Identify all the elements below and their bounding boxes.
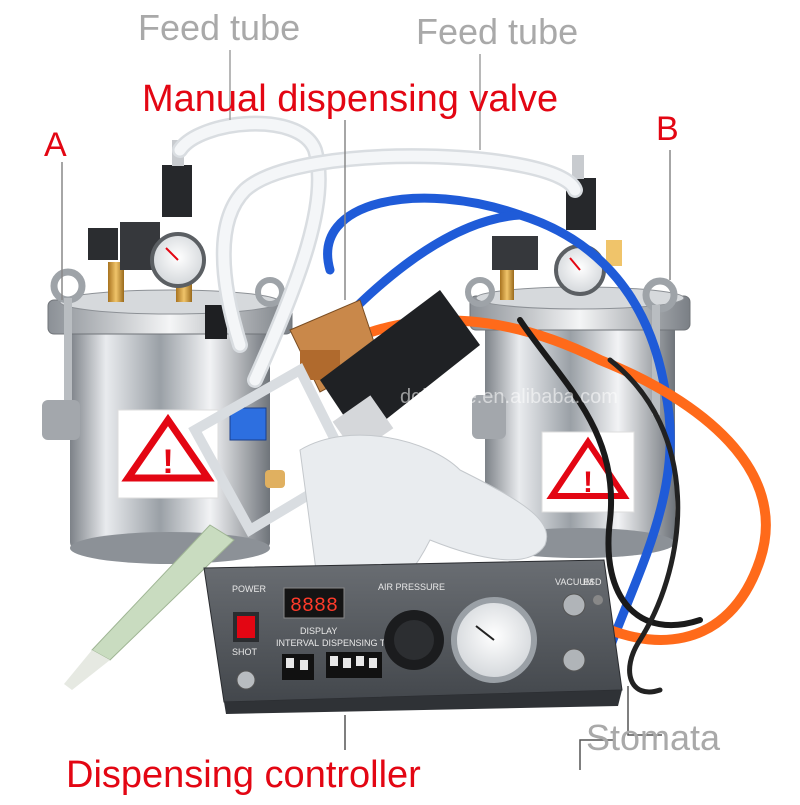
stomata-label: Stomata — [586, 717, 721, 758]
svg-text:!: ! — [583, 466, 593, 499]
power-label: POWER — [232, 584, 267, 594]
feed-tube-label-left: Feed tube — [138, 7, 301, 48]
dispensing-controller: POWER SHOT 8888 DISPLAY INTERVAL DISPENS… — [203, 559, 623, 714]
air-pressure-label: AIR PRESSURE — [378, 582, 445, 592]
vacuum-label: VACUUM — [555, 577, 593, 587]
interval-label: INTERVAL — [276, 638, 319, 648]
svg-text:!: ! — [162, 443, 173, 481]
leader-lines — [61, 50, 671, 770]
tubing — [172, 115, 771, 696]
tank-a-label: A — [44, 126, 67, 164]
display-label: DISPLAY — [300, 626, 337, 636]
manual-valve-label: Manual dispensing valve — [142, 78, 559, 120]
feed-tube-label-right: Feed tube — [416, 11, 579, 52]
controller-label: Dispensing controller — [66, 754, 421, 796]
digit-display: 8888 — [290, 595, 338, 618]
shot-label: SHOT — [232, 647, 258, 657]
watermark: dgbbyee.en.alibaba.com — [400, 386, 618, 408]
pressure-tank-a: ! — [42, 140, 293, 564]
esd-label: ESD — [583, 577, 602, 587]
tank-b-label: B — [656, 110, 679, 148]
dispensing-time-label: DISPENSING TIME — [322, 638, 401, 648]
